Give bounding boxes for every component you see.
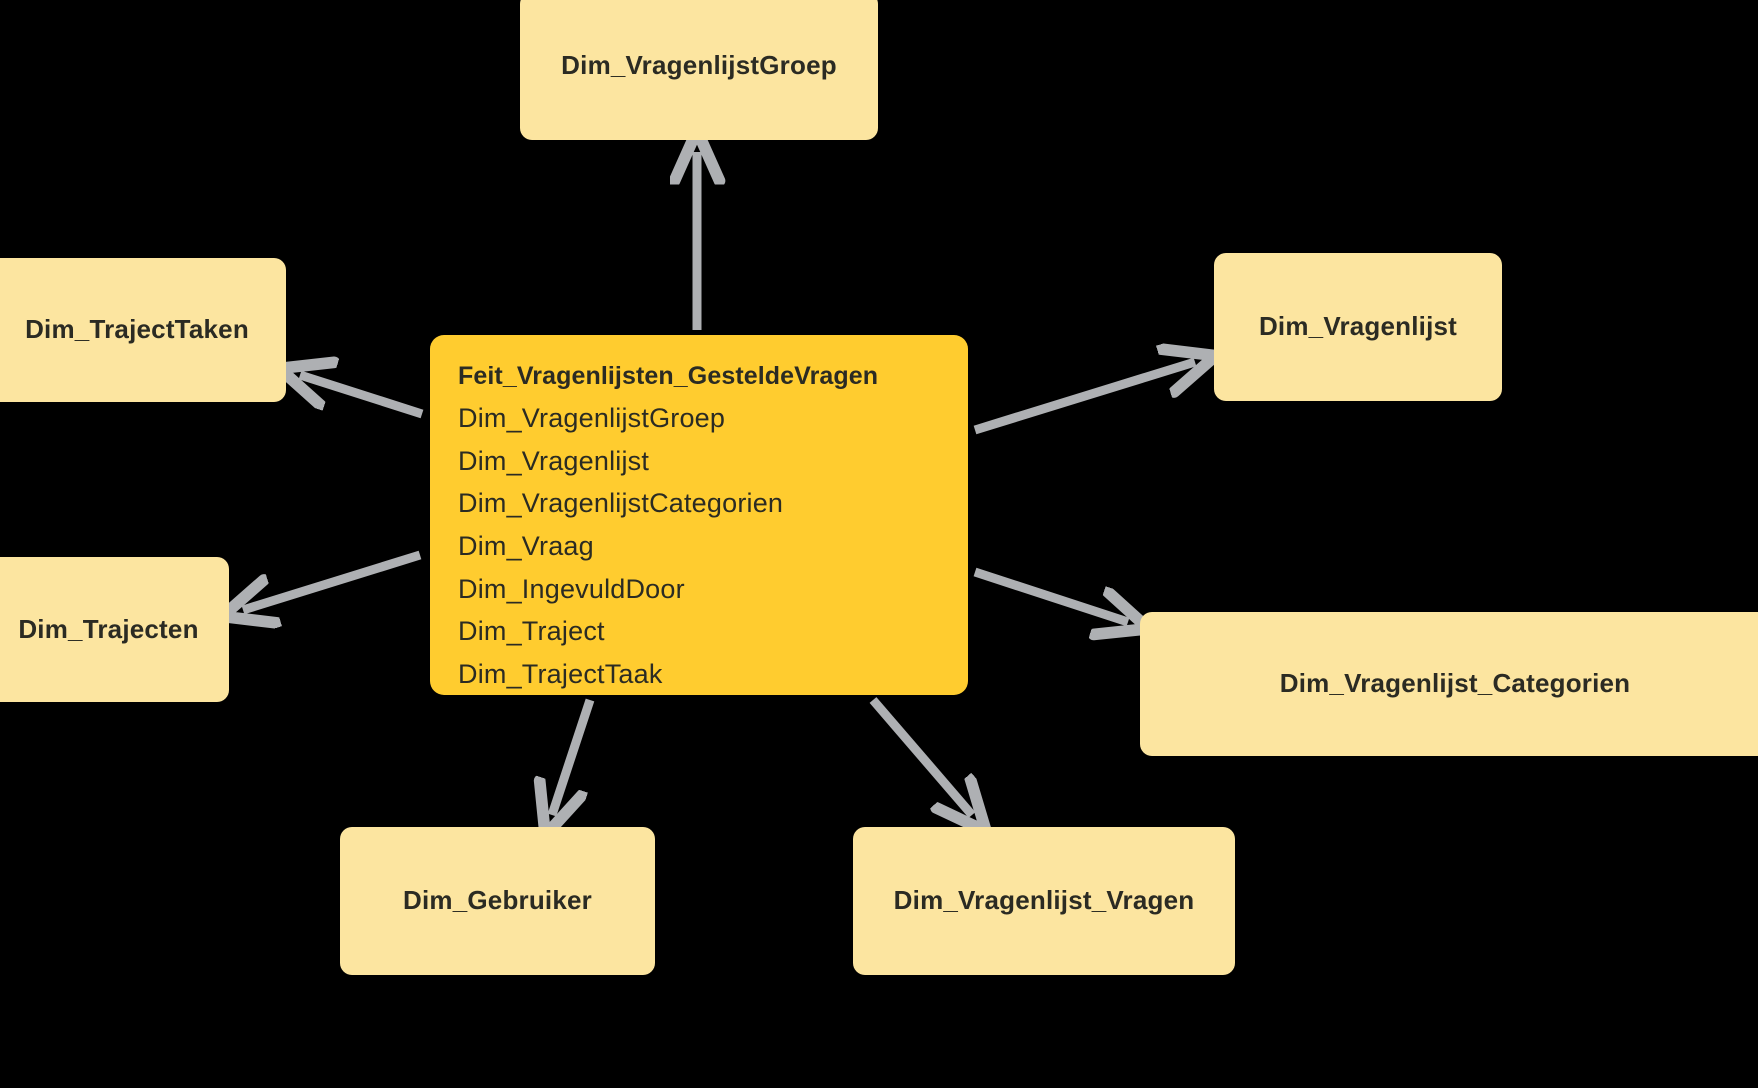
fact-field: Dim_IngevuldDoor [458, 573, 685, 604]
arrow-to-dim-trajecttaken [300, 375, 424, 419]
fact-field: Dim_Traject [458, 616, 605, 647]
dimension-node-vragenlijst[interactable]: Dim_Vragenlijst [1214, 253, 1502, 401]
arrow-to-dim-trajecten [243, 550, 422, 610]
fact-field: Dim_Vragenlijst [458, 445, 650, 476]
fact-field: Dim_Vraag [458, 530, 594, 561]
fact-field: Dim_TrajectTaak [458, 658, 663, 689]
fact-field: Dim_VragenlijstCategorien [458, 488, 784, 519]
fact-table-title: Feit_Vragenlijsten_GesteldeVragen [458, 362, 879, 390]
dimension-node-vragenlijst-categorien[interactable]: Dim_Vragenlijst_Categorien [1140, 612, 1758, 756]
dimension-node-trajecten[interactable]: Dim_Trajecten [0, 557, 229, 702]
dimension-node-vragenlijstgroep[interactable]: Dim_VragenlijstGroep [520, 0, 878, 140]
fact-field: Dim_VragenlijstGroep [458, 403, 726, 433]
arrow-to-dim-vragenlijst [973, 362, 1195, 435]
dimension-node-trajecttaken[interactable]: Dim_TrajectTaken [0, 258, 286, 402]
fact-table-node[interactable]: Feit_Vragenlijsten_GesteldeVragen Dim_Vr… [430, 335, 968, 695]
arrow-to-dim-gebruiker [552, 698, 595, 815]
arrow-to-dim-vragenlijst-categorien [973, 567, 1128, 622]
dimension-node-vragenlijst-vragen[interactable]: Dim_Vragenlijst_Vragen [853, 827, 1235, 975]
dimension-node-gebruiker[interactable]: Dim_Gebruiker [340, 827, 655, 975]
arrow-to-dim-vragenlijst-vragen [869, 697, 972, 815]
